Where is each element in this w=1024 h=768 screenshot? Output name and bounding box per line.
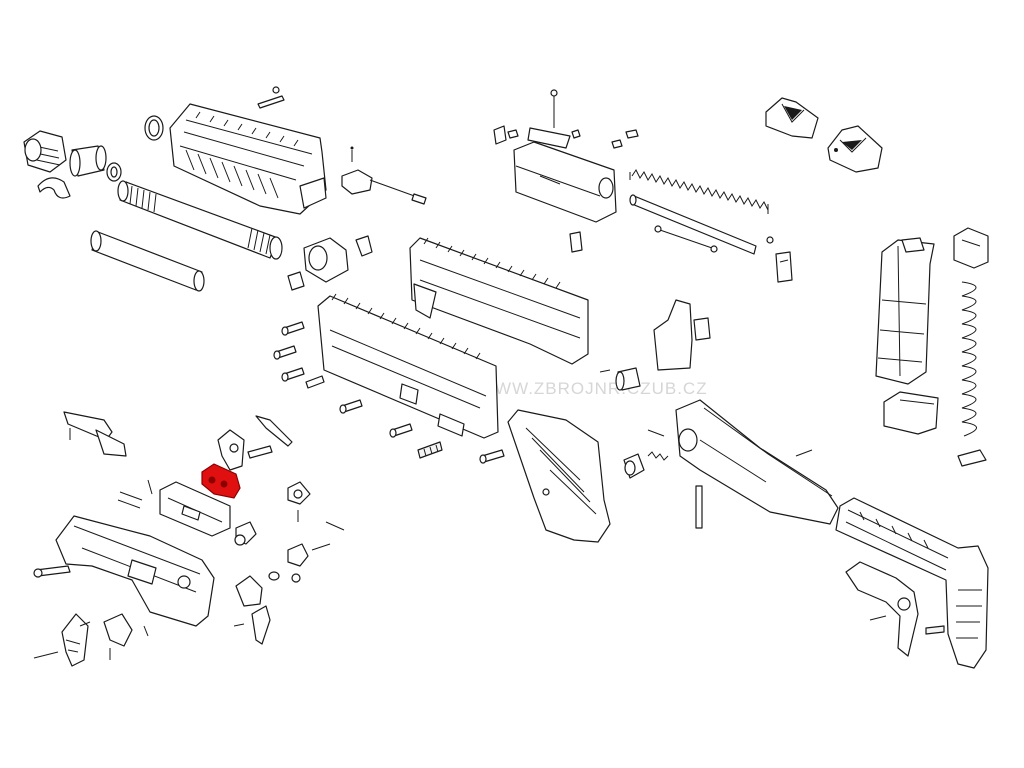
stock-pin-small[interactable] xyxy=(795,449,813,457)
screw-7[interactable] xyxy=(417,441,443,459)
stock-button-spring[interactable] xyxy=(647,451,669,461)
magazine[interactable] xyxy=(875,237,935,385)
buffer-plug[interactable] xyxy=(615,367,641,391)
barrel-sleeve[interactable] xyxy=(90,230,205,292)
trigger-pin[interactable] xyxy=(33,651,59,659)
small-ring-a[interactable] xyxy=(268,571,280,581)
spring-lower-a[interactable] xyxy=(143,625,149,637)
firing-pin[interactable] xyxy=(550,89,558,128)
recoil-spring[interactable] xyxy=(629,169,769,214)
rear-sight-b[interactable] xyxy=(827,125,883,173)
rear-insert[interactable] xyxy=(653,299,711,371)
rear-sight-a[interactable] xyxy=(765,97,819,139)
trigger[interactable] xyxy=(61,613,89,667)
buffer-pin[interactable] xyxy=(599,369,611,373)
front-sight-block[interactable] xyxy=(303,237,349,283)
bolt-small-part-b[interactable] xyxy=(507,129,519,139)
magazine-follower[interactable] xyxy=(953,227,989,269)
bolt-catch-pin[interactable] xyxy=(325,521,345,531)
small-screw-a[interactable] xyxy=(147,479,153,495)
magazine-floorplate[interactable] xyxy=(883,391,939,435)
spring-pin-small[interactable] xyxy=(350,146,354,163)
stock-button[interactable] xyxy=(623,453,645,479)
bolt-pin[interactable] xyxy=(569,231,583,253)
small-pin-lower[interactable] xyxy=(233,623,245,627)
stock-hinge[interactable] xyxy=(675,399,839,525)
magazine-baseplate[interactable] xyxy=(957,449,987,467)
barrel[interactable] xyxy=(117,180,283,260)
sear[interactable] xyxy=(234,521,257,546)
guide-rod-spacer[interactable] xyxy=(775,251,793,283)
upper-receiver-rail[interactable] xyxy=(409,237,589,365)
screw-4[interactable] xyxy=(305,375,325,389)
hammer[interactable] xyxy=(217,429,245,471)
screw-1[interactable] xyxy=(281,321,305,336)
folding-stock[interactable] xyxy=(835,497,989,669)
stock-pin-vertical[interactable] xyxy=(695,485,703,529)
highlighted-part-buffer[interactable] xyxy=(201,463,241,499)
trigger-pin-b[interactable] xyxy=(311,543,331,551)
spring-small-a[interactable] xyxy=(625,129,639,139)
magazine-release[interactable] xyxy=(103,613,133,647)
small-ring-b[interactable] xyxy=(291,573,301,583)
barrel-ring[interactable] xyxy=(106,162,122,182)
bolt-small-part-a[interactable] xyxy=(493,125,507,145)
stock-spring[interactable] xyxy=(925,625,945,635)
guide-small-ring[interactable] xyxy=(766,236,774,244)
trigger-parts-a[interactable] xyxy=(287,543,309,567)
extractor-pin[interactable] xyxy=(571,129,581,139)
extractor[interactable] xyxy=(527,127,571,149)
barrel-bushing[interactable] xyxy=(144,115,164,141)
trigger-housing-insert[interactable] xyxy=(159,481,231,537)
lower-receiver[interactable] xyxy=(55,515,215,627)
disconnector-spring[interactable] xyxy=(117,491,143,509)
watermark-text: WWW.ZBROJNR.CZUB.CZ xyxy=(478,379,708,398)
sight-nut[interactable] xyxy=(287,271,305,291)
spring-small-b[interactable] xyxy=(611,139,623,149)
cocking-handle[interactable] xyxy=(341,169,427,205)
magazine-spring[interactable] xyxy=(961,281,977,437)
pistol-grip[interactable] xyxy=(507,409,611,543)
sear-spring-part[interactable] xyxy=(255,415,293,447)
stock-latch[interactable] xyxy=(845,561,919,657)
guide-rod[interactable] xyxy=(629,194,757,255)
pin-top[interactable] xyxy=(257,86,285,109)
barrel-nut[interactable] xyxy=(69,145,107,177)
selector-lever[interactable] xyxy=(287,481,311,505)
bolt-catch-lever[interactable] xyxy=(235,575,263,607)
hammer-pin[interactable] xyxy=(247,445,273,459)
barrel-clip[interactable] xyxy=(37,177,71,199)
screw-2[interactable] xyxy=(273,345,297,360)
screw-5[interactable] xyxy=(339,399,363,414)
screw-3[interactable] xyxy=(281,367,305,382)
guide-small-parts[interactable] xyxy=(654,225,718,253)
trigger-bar[interactable] xyxy=(251,605,271,645)
stock-pin-angled[interactable] xyxy=(647,429,665,437)
trigger-spring[interactable] xyxy=(79,621,91,627)
upper-receiver-body[interactable] xyxy=(317,293,499,439)
handguard[interactable] xyxy=(169,103,327,215)
ejector-spring-part[interactable] xyxy=(63,411,127,457)
screw-6[interactable] xyxy=(389,423,413,438)
stock-latch-pin[interactable] xyxy=(869,615,887,621)
bolt-carrier[interactable] xyxy=(513,141,617,223)
sight-bracket[interactable] xyxy=(355,235,373,257)
muzzle-device[interactable] xyxy=(23,130,67,173)
screw-8[interactable] xyxy=(479,449,505,464)
pin-lower-left[interactable] xyxy=(33,565,71,578)
